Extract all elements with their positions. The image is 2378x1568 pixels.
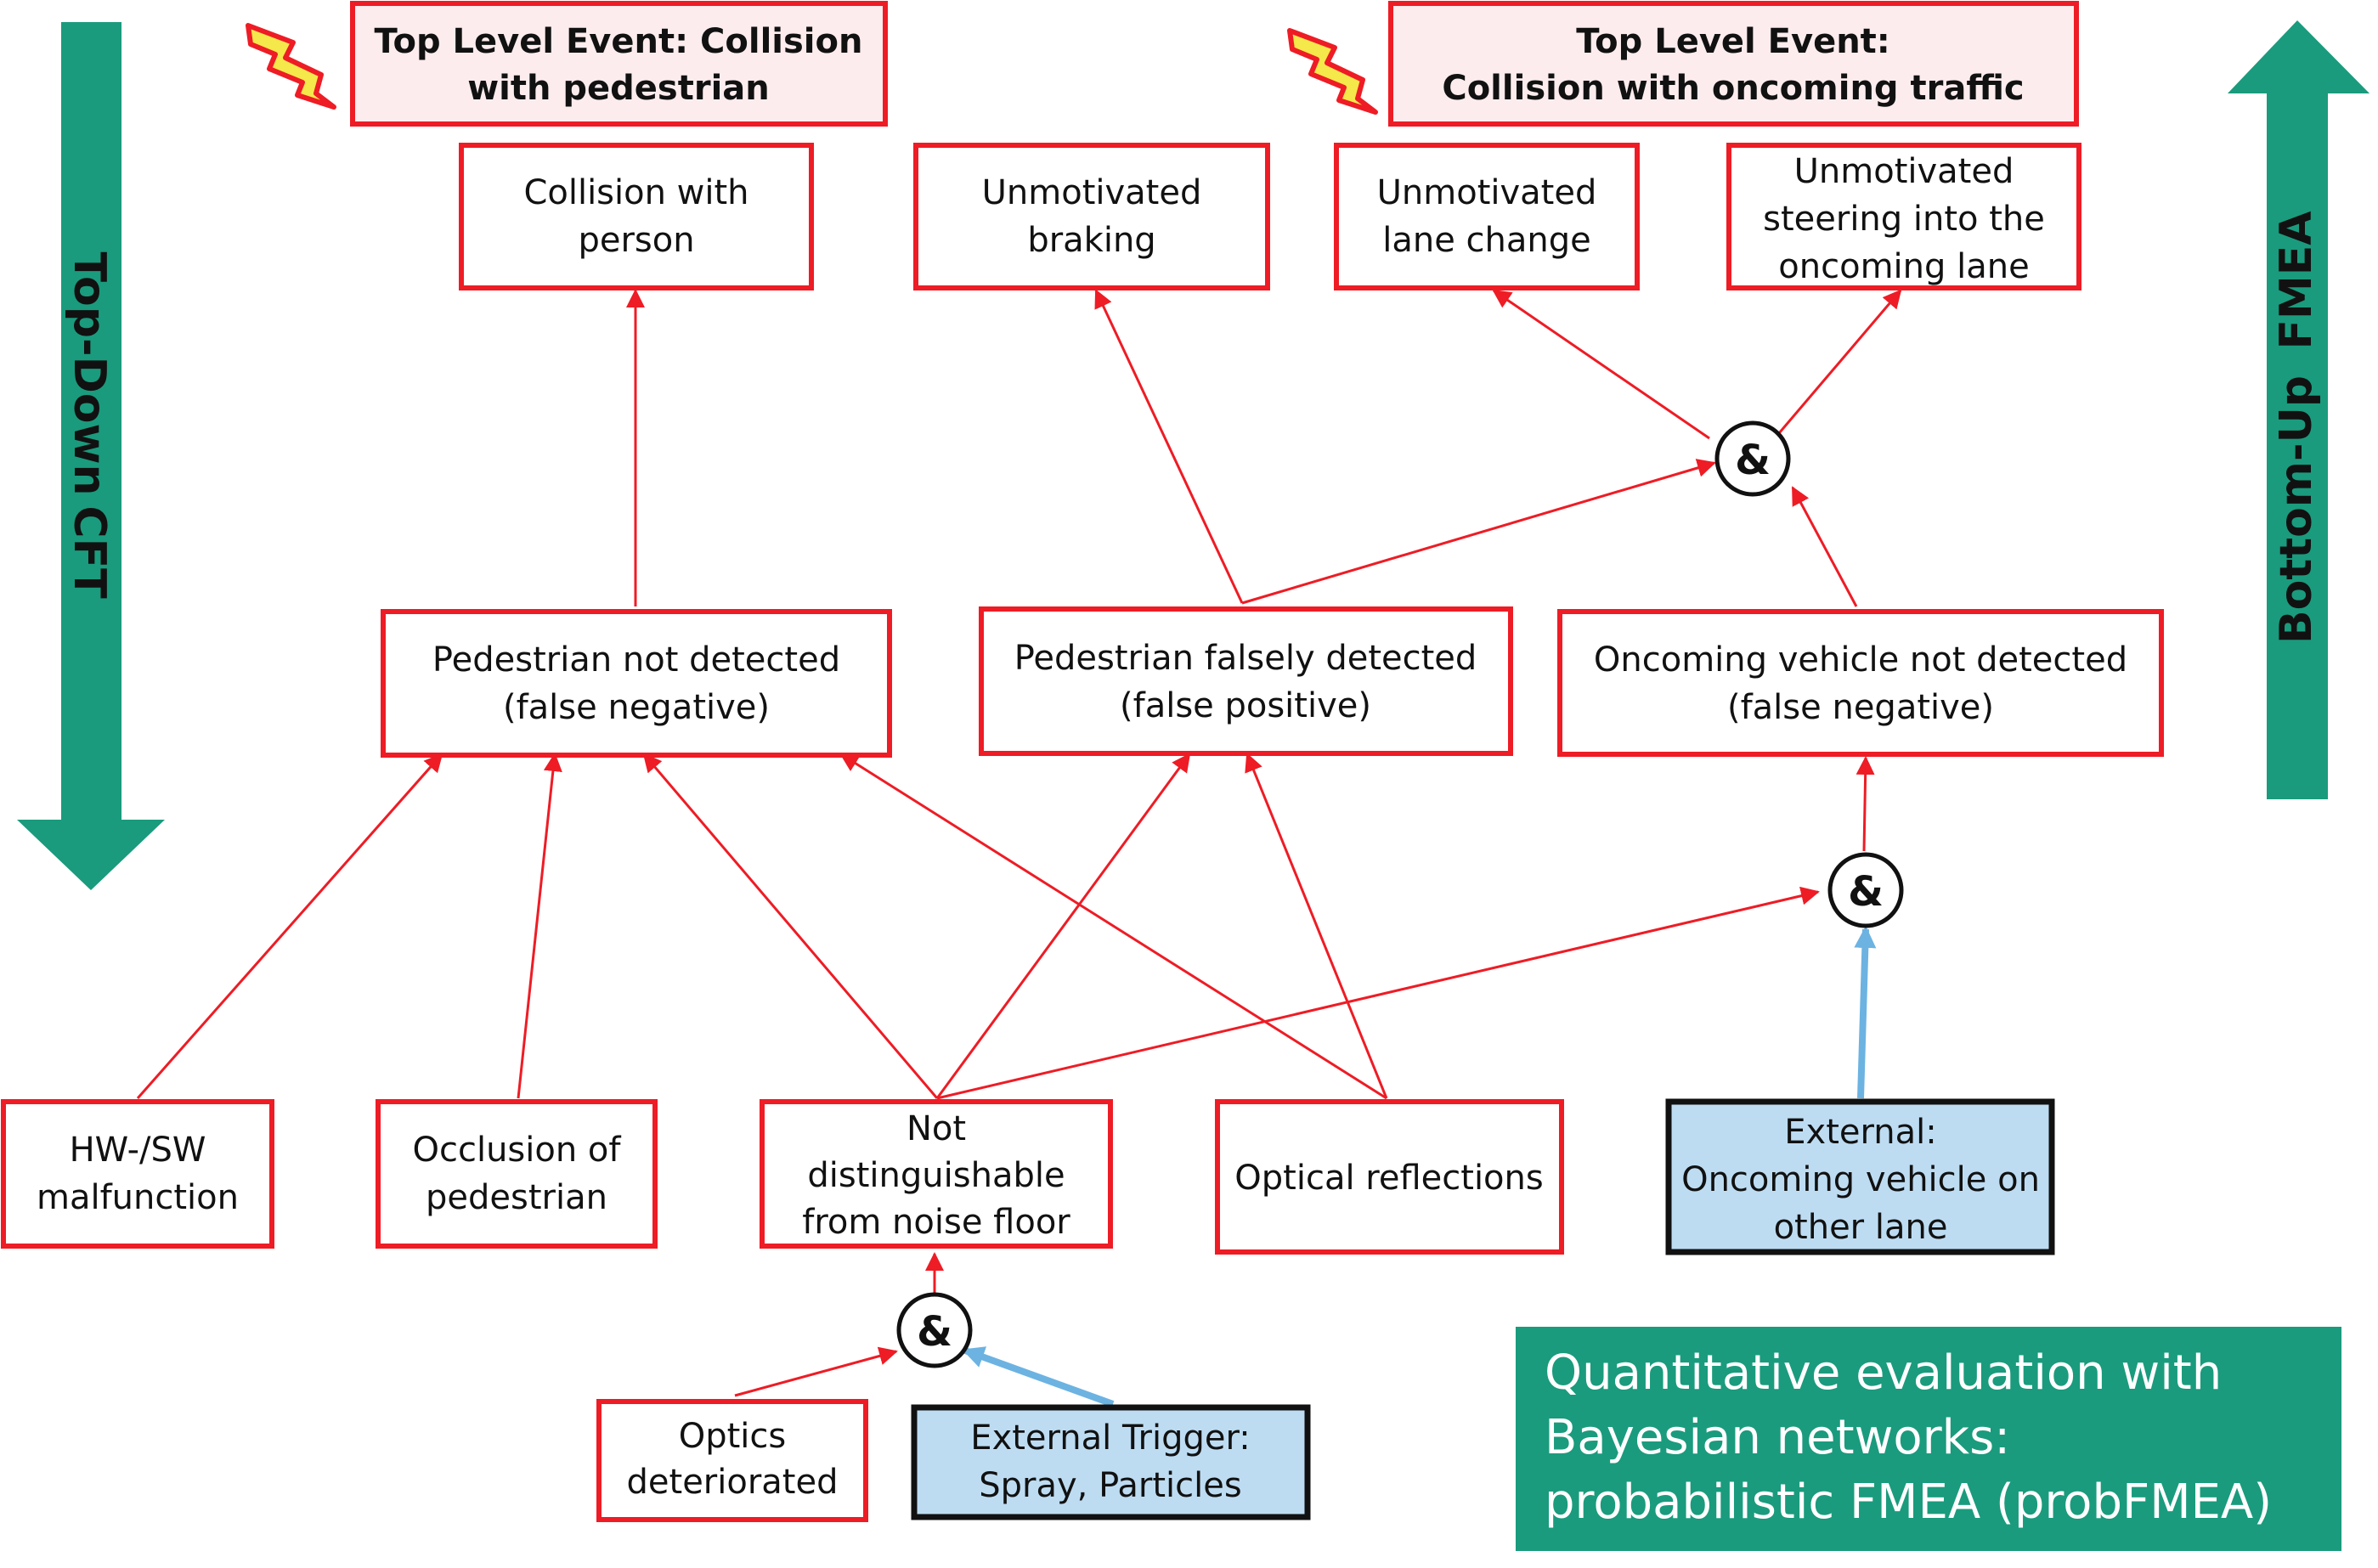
failure-pedestrian-not-detected: Pedestrian not detected (false negative) — [381, 609, 892, 758]
node-line: Pedestrian not detected — [432, 640, 840, 680]
and-gate: & — [1827, 852, 1904, 928]
effect-unmotivated-lane-change: Unmotivated lane change — [1334, 143, 1640, 290]
fmea-label: FMEA — [2271, 211, 2322, 349]
note-line: Quantitative evaluation with — [1545, 1345, 2222, 1401]
node-line: lane change — [1382, 221, 1591, 260]
lightning-icon — [246, 23, 336, 110]
node-line: steering into the — [1763, 200, 2045, 239]
node-line: Spray, Particles — [979, 1466, 1241, 1505]
and-gate-symbol: & — [1735, 437, 1771, 484]
node-line: pedestrian — [426, 1178, 607, 1217]
effect-collision-person: Collision with person — [459, 143, 814, 290]
failure-pedestrian-falsely-detected: Pedestrian falsely detected (false positi… — [979, 606, 1513, 756]
node-line: Oncoming vehicle not detected — [1594, 640, 2127, 680]
node-line: Unmotivated — [1377, 173, 1597, 212]
node-line: Unmotivated — [1794, 152, 2014, 191]
node-line: oncoming lane — [1778, 247, 2029, 286]
node-line: Unmotivated — [982, 173, 1202, 212]
svg-text:Optical reflections: Optical reflections — [1234, 1159, 1543, 1198]
svg-text:External Trigger:Spray, Partic: External Trigger: Spray, Particles — [970, 1419, 1250, 1505]
node-line: Collision with — [523, 173, 748, 212]
svg-text:Pedestrian not detected(false: Pedestrian not detected (false negative) — [432, 640, 840, 727]
note-line: Bayesian networks: — [1545, 1410, 2010, 1465]
node-line: Optical reflections — [1234, 1159, 1543, 1198]
node-line: External: — [1784, 1113, 1936, 1152]
node-line: Optics — [679, 1417, 787, 1456]
top-down-arrow: Top-Down CFT — [17, 22, 165, 890]
svg-text:CFT: CFT — [64, 505, 115, 599]
cause-external-oncoming-vehicle: External: Oncoming vehicle on other lane — [1665, 1098, 2055, 1255]
top-event-traffic: Top Level Event: Collision with oncoming … — [1388, 1, 2079, 127]
connectors — [136, 289, 1902, 1397]
cause-occlusion: Occlusion of pedestrian — [376, 1099, 658, 1249]
node-line: other lane — [1774, 1208, 1948, 1247]
svg-text:Pedestrian falsely detected(fa: Pedestrian falsely detected (false positi… — [1014, 639, 1477, 725]
bottom-up-label: Bottom-Up — [2271, 375, 2322, 644]
effect-unmotivated-steering: Unmotivated steering into the oncoming lan… — [1726, 143, 2081, 290]
cause-optical-reflections: Optical reflections — [1215, 1099, 1564, 1255]
svg-text:Bottom-Up: Bottom-Up — [2271, 375, 2322, 644]
top-event-line: Top Level Event: — [1576, 22, 1890, 61]
effect-unmotivated-braking: Unmotivated braking — [913, 143, 1270, 290]
node-line: Pedestrian falsely detected — [1014, 639, 1477, 678]
top-event-line: Collision with oncoming traffic — [1442, 69, 2024, 108]
node-line: HW-/SW — [70, 1131, 206, 1170]
and-gate-symbol: & — [917, 1308, 952, 1356]
cause-external-trigger: External Trigger: Spray, Particles — [911, 1404, 1311, 1520]
top-event-pedestrian: Top Level Event: Collision with pedestria… — [350, 1, 888, 127]
svg-text:Top Level Event:Collision with: Top Level Event: Collision with oncoming … — [1442, 22, 2024, 108]
cause-noise-floor: Not distinguishable from noise floor — [760, 1099, 1113, 1249]
top-event-line: Top Level Event: Collision — [375, 22, 863, 61]
cft-label: CFT — [64, 505, 115, 599]
svg-text:Top-Down: Top-Down — [64, 251, 115, 495]
top-event-line: with pedestrian — [467, 69, 770, 108]
node-line: Occlusion of — [413, 1131, 622, 1170]
node-line: (false positive) — [1120, 686, 1371, 725]
failure-vehicle-not-detected: Oncoming vehicle not detected (false nega… — [1557, 609, 2164, 757]
external-connectors — [962, 926, 1877, 1407]
svg-text:FMEA: FMEA — [2271, 211, 2322, 349]
node-line: braking — [1027, 221, 1155, 260]
and-gate: & — [896, 1292, 973, 1368]
node-line: deteriorated — [627, 1463, 839, 1502]
node-line: distinguishable — [807, 1156, 1065, 1195]
svg-text:Oncoming vehicle not detected(: Oncoming vehicle not detected (false nega… — [1594, 640, 2127, 727]
top-down-label: Top-Down — [64, 251, 115, 495]
cause-hw-sw-malfunction: HW-/SW malfunction — [1, 1099, 274, 1249]
bottom-up-arrow: Bottom-Up FMEA — [2228, 20, 2370, 799]
lightning-icon — [1287, 28, 1378, 115]
node-line: person — [578, 221, 694, 260]
node-line: Oncoming vehicle on — [1681, 1160, 2040, 1199]
cause-optics-deteriorated: Optics deteriorated — [596, 1399, 868, 1522]
note-line: probabilistic FMEA (probFMEA) — [1545, 1475, 2272, 1530]
node-line: External Trigger: — [970, 1419, 1250, 1458]
node-line: (false negative) — [503, 688, 770, 727]
node-line: from noise floor — [802, 1203, 1070, 1242]
node-line: (false negative) — [1727, 688, 1994, 727]
and-gate: & — [1714, 420, 1791, 497]
and-gate-symbol: & — [1848, 868, 1884, 916]
node-line: malfunction — [37, 1178, 239, 1217]
node-line: Not — [907, 1109, 966, 1148]
